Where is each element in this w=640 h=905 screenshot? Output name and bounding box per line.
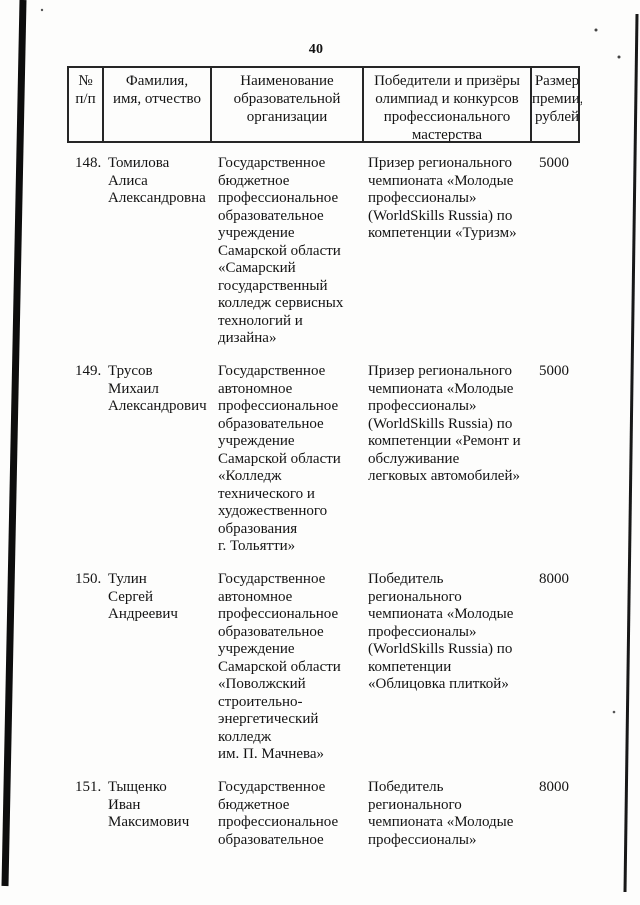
awards-table: № п/п Фамилия, имя, отчество Наименовани…	[67, 66, 582, 849]
row-organization: Государственное бюджетное профессиональн…	[218, 155, 344, 346]
binding-bar-left	[1, 0, 27, 887]
row-name: Томилова Алиса Александровна	[108, 155, 206, 206]
row-name: Тулин Сергей Андреевич	[108, 571, 178, 622]
speck	[612, 710, 616, 714]
page-number: 40	[308, 42, 324, 57]
header-amount: Размер премии, рублей	[530, 68, 582, 141]
row-name: Тыщенко Иван Максимович	[108, 779, 190, 830]
table-body: 148. Томилова Алиса Александровна Госуда…	[67, 143, 580, 849]
table-row: 148. Томилова Алиса Александровна Госуда…	[67, 155, 580, 363]
row-achievement: Призер регионального чемпионата «Молодые…	[368, 155, 517, 241]
row-amount: 5000	[539, 155, 569, 171]
scan-line-right	[623, 13, 639, 893]
header-name: Фамилия, имя, отчество	[102, 68, 210, 141]
table-header-row: № п/п Фамилия, имя, отчество Наименовани…	[67, 66, 582, 143]
header-num: № п/п	[75, 73, 96, 107]
row-achievement: Призер регионального чемпионата «Молодые…	[368, 363, 521, 484]
row-num: 151.	[75, 779, 102, 795]
row-amount: 5000	[539, 363, 569, 379]
row-achievement: Победитель регионального чемпионата «Мол…	[368, 779, 514, 848]
row-num: 150.	[75, 571, 102, 587]
row-organization: Государственное бюджетное профессиональн…	[218, 779, 339, 848]
row-organization: Государственное автономное профессиональ…	[218, 571, 341, 762]
speck	[594, 28, 598, 32]
row-amount: 8000	[539, 571, 569, 587]
speck	[40, 8, 44, 12]
table-row: 151. Тыщенко Иван Максимович Государстве…	[67, 779, 580, 849]
table-row: 150. Тулин Сергей Андреевич Государствен…	[67, 571, 580, 779]
row-num: 149.	[75, 363, 102, 379]
row-achievement: Победитель регионального чемпионата «Мол…	[368, 571, 514, 692]
header-achievement: Победители и призёры олимпиад и конкурсо…	[362, 68, 530, 141]
header-organization: Наименование образовательной организации	[210, 68, 362, 141]
row-organization: Государственное автономное профессиональ…	[218, 363, 341, 554]
table-row: 149. Трусов Михаил Александрович Государ…	[67, 363, 580, 571]
row-name: Трусов Михаил Александрович	[108, 363, 207, 414]
row-amount: 8000	[539, 779, 569, 795]
row-num: 148.	[75, 155, 102, 171]
